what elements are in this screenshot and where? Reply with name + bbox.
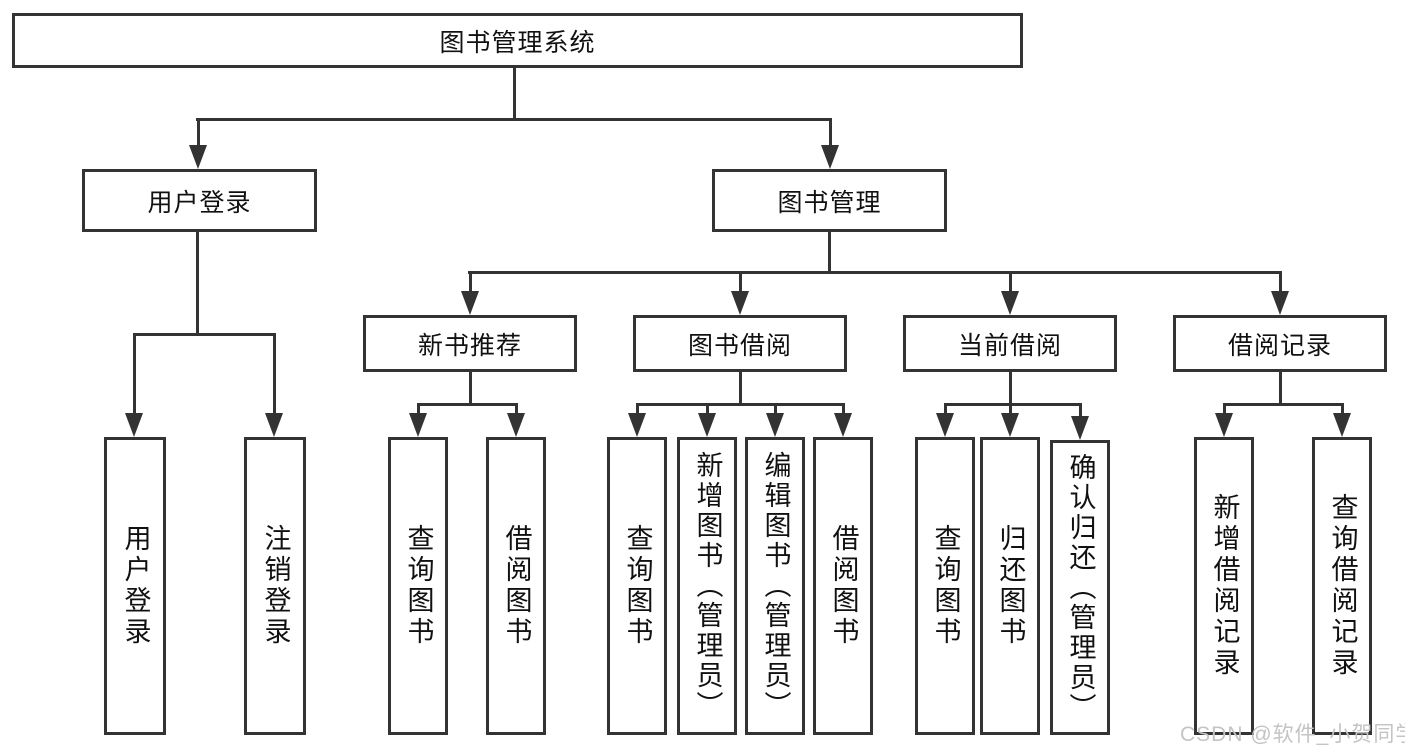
connector-line [417, 403, 518, 406]
connector-line [515, 403, 518, 417]
node-label: 确认归还（管理员） [1065, 452, 1096, 723]
node-label: 用户登录 [120, 524, 151, 648]
node-label: 图书管理 [777, 188, 882, 217]
node-label: 图书管理系统 [439, 28, 596, 57]
node-label: 新增借阅记录 [1209, 493, 1240, 679]
node-label: 借阅记录 [1227, 331, 1332, 360]
node-label: 查询借阅记录 [1327, 493, 1358, 679]
node-label: 用户登录 [147, 188, 252, 217]
connector-line [636, 403, 639, 417]
connector-line [1223, 403, 1226, 417]
connector-line [1279, 370, 1282, 406]
connector-line [739, 271, 742, 295]
node-label: 查询图书 [403, 524, 434, 648]
node-current-borrow: 当前借阅 [903, 315, 1117, 372]
arrowhead-down-icon [1001, 413, 1019, 437]
connector-line [1009, 403, 1012, 417]
arrowhead-down-icon [834, 413, 852, 437]
connector-line [469, 271, 472, 295]
connector-line [273, 333, 276, 415]
leaf-cb-query-books: 查询图书 [915, 437, 975, 735]
leaf-nb-borrow-books: 借阅图书 [486, 437, 546, 735]
node-label: 查询图书 [622, 524, 653, 648]
leaf-cb-return-books: 归还图书 [980, 437, 1040, 735]
arrowhead-down-icon [507, 413, 525, 437]
connector-line [1279, 271, 1282, 295]
arrowhead-down-icon [461, 291, 479, 315]
leaf-br-query-record: 查询借阅记录 [1312, 437, 1372, 735]
node-new-book-recommend: 新书推荐 [363, 315, 577, 372]
connector-line [636, 403, 845, 406]
leaf-user-login: 用户登录 [104, 437, 166, 735]
connector-line [1341, 403, 1344, 417]
connector-line [1079, 403, 1082, 417]
node-label: 新增图书（管理员） [692, 451, 723, 721]
connector-line [828, 230, 831, 274]
leaf-logout-login: 注销登录 [244, 437, 306, 735]
node-label: 新书推荐 [417, 331, 522, 360]
arrowhead-down-icon [265, 413, 283, 437]
connector-line [196, 230, 199, 336]
arrowhead-down-icon [628, 413, 646, 437]
node-label: 当前借阅 [957, 331, 1062, 360]
connector-line [829, 118, 832, 150]
connector-line [468, 271, 1282, 274]
node-book-management: 图书管理 [712, 169, 947, 232]
connector-line [196, 118, 832, 121]
arrowhead-down-icon [1333, 413, 1351, 437]
node-label: 归还图书 [995, 524, 1026, 648]
leaf-bb-query-books: 查询图书 [607, 437, 667, 735]
node-label: 借阅图书 [501, 524, 532, 648]
leaf-nb-query-books: 查询图书 [388, 437, 448, 735]
connector-line [1009, 271, 1012, 295]
connector-line [469, 370, 472, 406]
connector-line [944, 403, 1082, 406]
arrowhead-down-icon [1215, 413, 1233, 437]
connector-line [774, 403, 777, 417]
arrowhead-down-icon [1001, 291, 1019, 315]
connector-line [944, 403, 947, 417]
node-label: 编辑图书（管理员） [760, 451, 791, 721]
connector-line [842, 403, 845, 417]
connector-line [1009, 370, 1012, 406]
node-label: 注销登录 [260, 524, 291, 648]
connector-line [1223, 403, 1344, 406]
node-borrow-records: 借阅记录 [1173, 315, 1387, 372]
connector-line [133, 333, 136, 415]
connector-line [513, 66, 516, 120]
leaf-bb-edit-books-admin: 编辑图书（管理员） [745, 437, 805, 735]
connector-line [197, 118, 200, 150]
arrowhead-down-icon [821, 145, 839, 169]
leaf-bb-borrow-books: 借阅图书 [813, 437, 873, 735]
arrowhead-down-icon [1271, 291, 1289, 315]
connector-line [739, 370, 742, 406]
node-label: 图书借阅 [687, 331, 792, 360]
node-user-login: 用户登录 [82, 169, 317, 232]
arrowhead-down-icon [698, 413, 716, 437]
leaf-cb-confirm-return-admin: 确认归还（管理员） [1050, 440, 1110, 735]
leaf-br-add-record: 新增借阅记录 [1194, 437, 1254, 735]
node-label: 借阅图书 [828, 524, 859, 648]
connector-line [133, 333, 276, 336]
arrowhead-down-icon [766, 413, 784, 437]
arrowhead-down-icon [731, 291, 749, 315]
node-book-borrow: 图书借阅 [633, 315, 847, 372]
arrowhead-down-icon [189, 145, 207, 169]
arrowhead-down-icon [409, 413, 427, 437]
arrowhead-down-icon [1071, 416, 1089, 440]
node-label: 查询图书 [930, 524, 961, 648]
watermark-text: CSDN @软件_小贺同学 [1180, 723, 1405, 746]
leaf-bb-add-books-admin: 新增图书（管理员） [677, 437, 737, 735]
arrowhead-down-icon [936, 413, 954, 437]
connector-line [706, 403, 709, 417]
arrowhead-down-icon [125, 413, 143, 437]
connector-line [417, 403, 420, 417]
node-root: 图书管理系统 [12, 13, 1023, 68]
